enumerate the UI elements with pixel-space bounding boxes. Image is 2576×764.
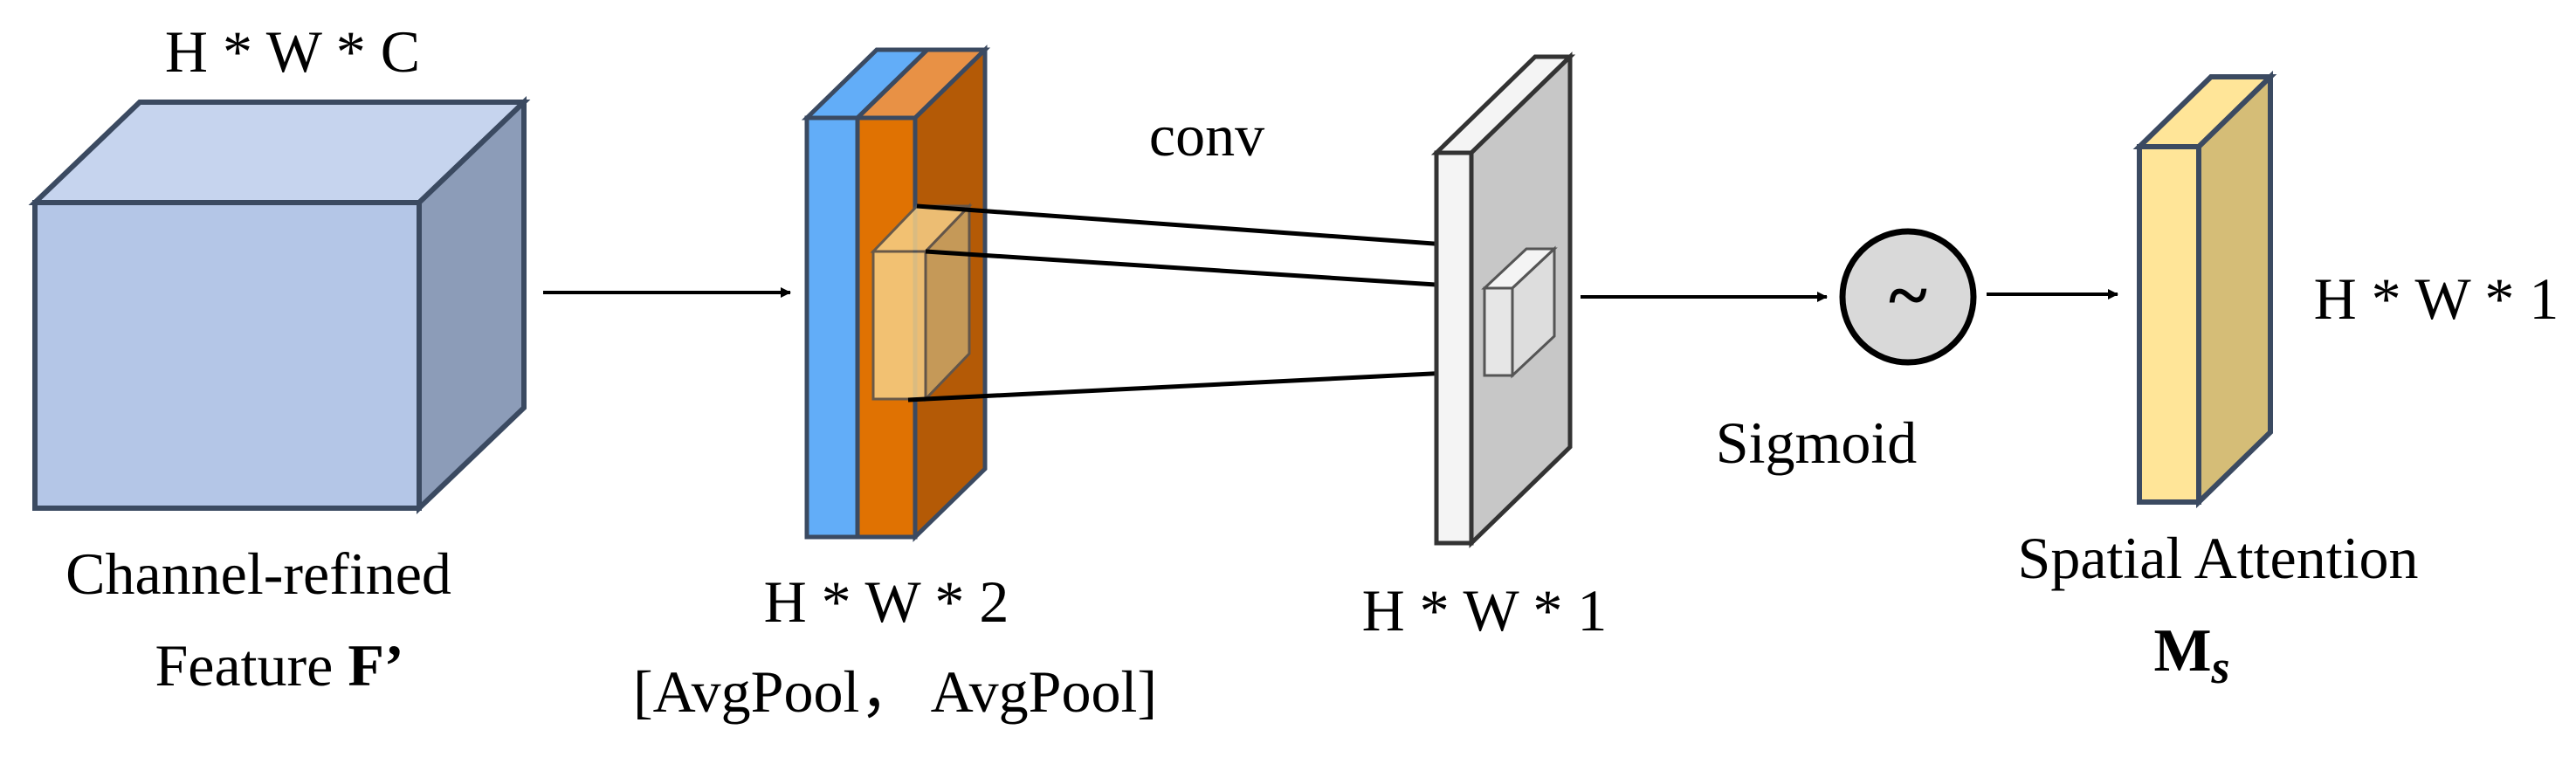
cell-front <box>1483 286 1514 377</box>
input-caption-line1: Channel-refined <box>65 540 451 607</box>
pool-channel-avg <box>804 115 860 540</box>
attention-side <box>2196 70 2273 509</box>
input-feature-cube <box>28 95 531 515</box>
conv-front <box>1434 150 1474 546</box>
conv-shape-label: H * W * 1 <box>1362 577 1608 644</box>
sigmoid-symbol: ~ <box>1889 255 1927 336</box>
output-symbol: Ms <box>2153 617 2229 693</box>
output-shape-label: H * W * 1 <box>2314 265 2559 332</box>
pooled-feature-map <box>801 45 991 542</box>
output-caption: Spatial Attention <box>2018 525 2419 591</box>
sigmoid-label: Sigmoid <box>1716 410 1918 476</box>
sigmoid-node: ~ <box>1839 228 1977 366</box>
conv-kernel-cube <box>870 203 973 403</box>
sigmoid-circle <box>1839 228 1977 366</box>
conv-output-cell <box>1481 245 1558 379</box>
input-cube-front <box>32 200 422 511</box>
output-symbol-subscript: s <box>2211 641 2230 693</box>
pooling-caption: [AvgPool， AvgPool] <box>633 658 1157 725</box>
conv-label: conv <box>1149 102 1264 169</box>
conv-projection-lines <box>907 203 1507 403</box>
input-caption-line2: Feature F’ <box>155 632 403 699</box>
conv-output-map <box>1430 52 1576 548</box>
kernel-front <box>871 250 927 401</box>
input-shape-label: H * W * C <box>165 18 420 85</box>
pooling-shape-label: H * W * 2 <box>764 568 1009 635</box>
spatial-attention-map <box>2132 70 2277 509</box>
input-feature-symbol: F’ <box>348 632 403 699</box>
attention-front <box>2137 144 2201 505</box>
